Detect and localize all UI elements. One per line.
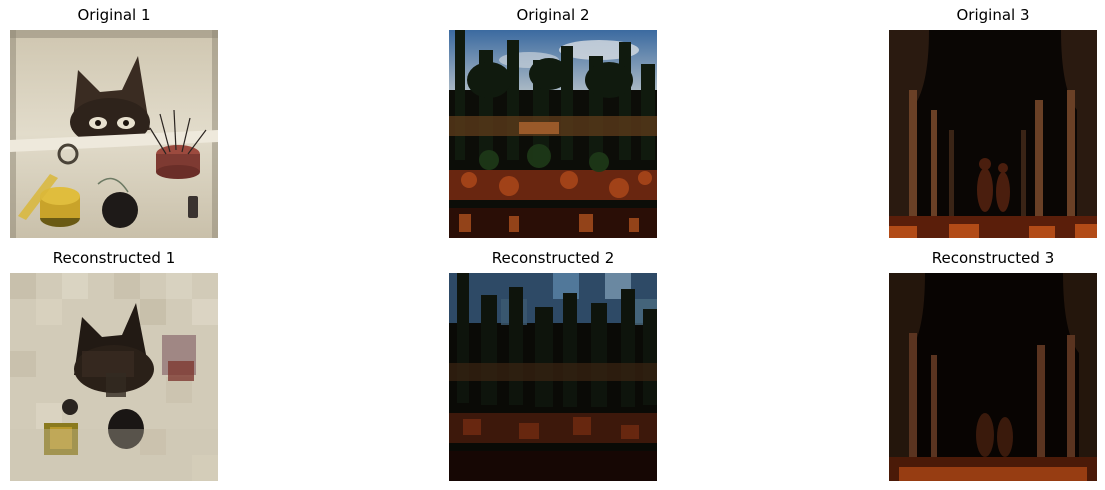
panel-title: Original 1	[77, 6, 151, 24]
panel-title: Reconstructed 3	[931, 249, 1055, 267]
original-image-1	[10, 30, 218, 238]
panel-title: Reconstructed 1	[52, 249, 176, 267]
reconstructed-image-1	[10, 273, 218, 481]
original-image-2	[449, 30, 657, 238]
reconstructed-image-2	[449, 273, 657, 481]
panel-title: Original 2	[516, 6, 590, 24]
original-image-3	[889, 30, 1097, 238]
reconstructed-image-3	[889, 273, 1097, 481]
panel-title: Original 3	[956, 6, 1030, 24]
panel-title: Reconstructed 2	[491, 249, 615, 267]
